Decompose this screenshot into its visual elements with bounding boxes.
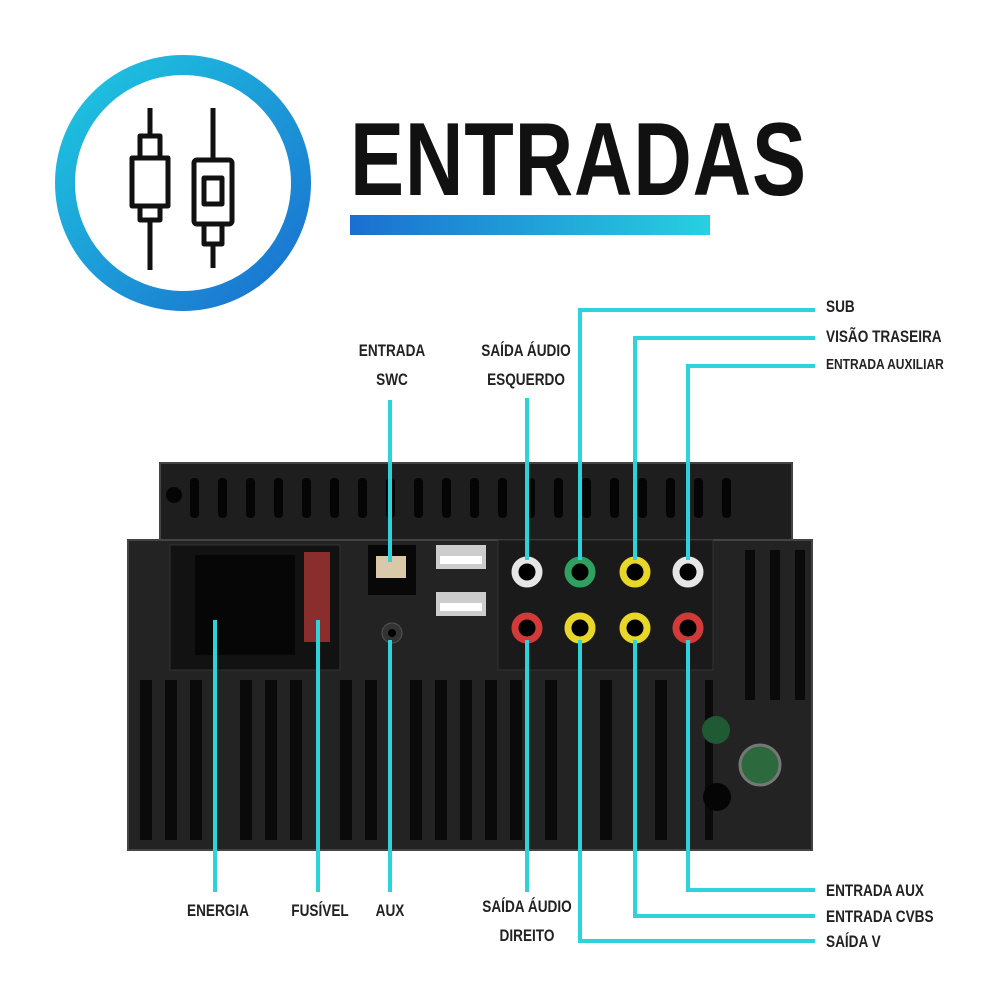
label-line: ESQUERDO (487, 370, 565, 389)
page-title: ENTRADAS (350, 102, 807, 218)
label-entrada-cvbs: ENTRADA CVBS (826, 907, 934, 926)
label-saida-audio-direito: SAÍDA ÁUDIO DIREITO (463, 892, 591, 950)
label-energia: ENERGIA (187, 901, 249, 920)
label-entrada-auxiliar: ENTRADA AUXILIAR (826, 356, 944, 373)
label-entrada-swc: ENTRADA SWC (328, 336, 456, 394)
leader-lines (213, 308, 815, 943)
logo-ring (55, 55, 311, 311)
label-saida-audio-esquerdo: SAÍDA ÁUDIO ESQUERDO (462, 336, 590, 394)
rca-plug-icon (191, 108, 235, 268)
label-visao-traseira: VISÃO TRASEIRA (826, 327, 942, 346)
label-sub: SUB (826, 297, 855, 316)
label-line: SAÍDA ÁUDIO (482, 897, 572, 916)
label-saida-v: SAÍDA V (826, 932, 881, 951)
label-line: SWC (376, 370, 408, 389)
label-aux: AUX (375, 901, 405, 920)
label-line: DIREITO (499, 926, 555, 945)
label-entrada-aux: ENTRADA AUX (826, 881, 924, 900)
label-fusivel: FUSÍVEL (291, 901, 349, 920)
label-line: ENTRADA (358, 341, 426, 360)
label-line: SAÍDA ÁUDIO (481, 341, 571, 360)
head-unit-rear (127, 462, 813, 851)
rca-plug-icon (129, 108, 171, 270)
title-underline (350, 215, 710, 235)
